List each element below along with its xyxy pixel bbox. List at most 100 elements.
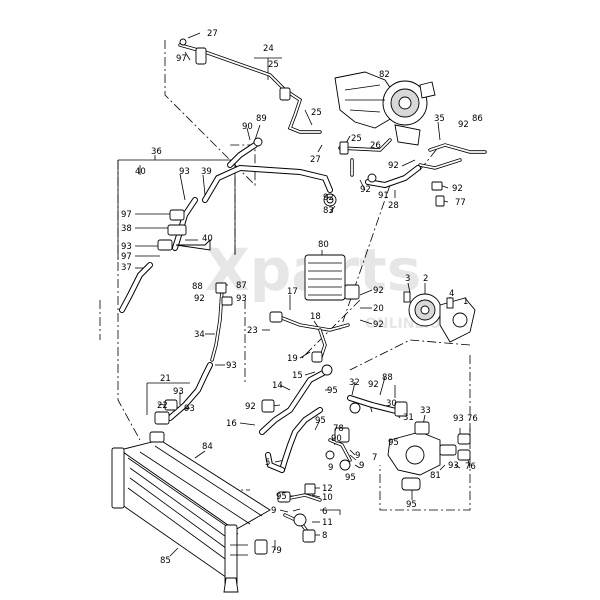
oil-cooler [304,254,360,301]
callout-label: 15 [292,371,303,381]
callout-label: 32 [349,378,360,388]
callout-label: 35 [434,114,445,124]
callout-label: 77 [455,198,466,208]
callout-label: 25 [311,108,322,118]
callout-label: 40 [202,234,213,244]
callout-label: 89 [256,114,267,124]
callout-label: 97 [121,210,132,220]
callout-label: 93 [184,404,195,414]
callout-label: 95 [388,438,399,448]
callout-label: 88 [382,373,393,383]
callout-label: 20 [373,304,384,314]
callout-label: 9 [355,451,360,461]
callout-label: 83 [323,206,334,216]
callout-label: 8 [322,531,327,541]
hose-28 [365,165,421,189]
pipe-18 [269,311,350,363]
radiator [111,431,271,593]
callout-label: 38 [121,224,132,234]
callout-label: 92 [373,320,384,330]
callout-label: 31 [403,413,414,423]
callout-label: 22 [157,401,168,411]
callout-label: 23 [247,326,258,336]
callout-label: 1 [463,297,468,307]
callout-label: 9 [328,463,333,473]
upper-coolant-pipe [178,38,322,134]
callout-label: 3 [405,274,410,284]
callout-label: 90 [242,122,253,132]
callout-label: 95 [276,492,287,502]
callout-label: 88 [192,282,203,292]
turbo-return-lines [338,138,392,177]
callout-label: 78 [333,424,344,434]
pipe-34 [210,282,233,362]
callout-label: 92 [194,294,205,304]
callout-label: 17 [287,287,298,297]
callout-label: 16 [226,419,237,429]
callout-labels: 27 97 24 25 82 25 89 90 25 26 27 35 86 9… [121,29,483,566]
callout-label: 6 [322,507,327,517]
callout-label: 24 [263,44,274,54]
callout-label: 30 [386,399,397,409]
coolant-pump-pulley [403,291,476,343]
callout-label: 18 [310,312,321,322]
callout-label: 27 [207,29,218,39]
callout-label: 95 [315,416,326,426]
callout-label: 28 [388,201,399,211]
callout-label: 93 [179,167,190,177]
callout-label: 95 [327,386,338,396]
turbo-feed-pipe [418,143,487,207]
callout-label: 97 [121,252,132,262]
callout-label: 36 [151,147,162,157]
callout-label: 33 [420,406,431,416]
callout-label: 85 [160,556,171,566]
callout-label: 92 [360,185,371,195]
callout-label: 92 [388,161,399,171]
callout-label: 76 [465,462,476,472]
callout-label: 87 [236,281,247,291]
callout-label: 2 [423,274,428,284]
callout-label: 92 [323,193,334,203]
callout-label: 37 [121,263,132,273]
hose-group-36 [119,137,333,313]
callout-label: 93 [236,294,247,304]
callout-label: 86 [472,114,483,124]
callout-label: 25 [351,134,362,144]
callout-label: 84 [202,442,213,452]
callout-label: 21 [160,374,171,384]
callout-label: 9 [271,506,276,516]
callout-label: 93 [121,242,132,252]
callout-label: 81 [430,471,441,481]
callout-label: 11 [322,518,333,528]
callout-label: 19 [287,354,298,364]
thermostat-housing [347,395,471,491]
callout-label: 92 [373,286,384,296]
callout-label: 93 [173,387,184,397]
callout-label: 80 [318,240,329,250]
callout-label: 9 [359,461,364,471]
fitting-group-center [325,427,352,471]
callout-label: 34 [194,330,205,340]
callout-label: 92 [452,184,463,194]
callout-label: 12 [322,484,333,494]
callout-label: 90 [331,434,342,444]
callout-label: 79 [271,546,282,556]
callout-label: 25 [268,60,279,70]
callout-label: 92 [368,380,379,390]
callout-label: 10 [322,493,333,503]
callout-label: 7 [372,453,377,463]
callout-label: 92 [245,402,256,412]
callout-label: 92 [458,120,469,130]
callout-label: 95 [345,473,356,483]
hose-group-21 [154,362,213,425]
callout-label: 14 [272,381,283,391]
callout-label: 82 [379,70,390,80]
callout-label: 40 [135,167,146,177]
callout-label: 5 [265,458,270,468]
turbocharger [334,71,436,146]
callout-label: 93 [226,361,237,371]
lower-fitting-group [277,483,322,543]
callout-label: 97 [176,54,187,64]
